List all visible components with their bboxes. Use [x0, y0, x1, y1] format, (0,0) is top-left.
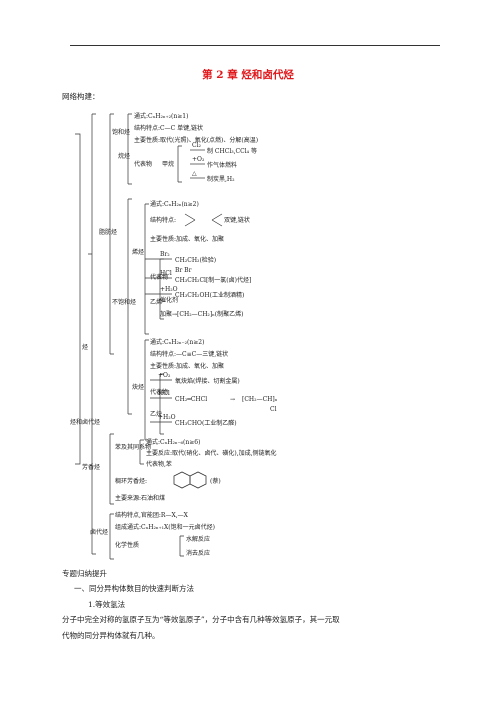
network-heading: 网络构建：	[62, 92, 100, 101]
alkyne-o2: +O₂	[158, 372, 171, 379]
paragraph-line-1: 分子中完全对称的氢原子互为“等效氢原子”，分子中含有几种等效氢原子，其一元取	[62, 615, 340, 624]
fused-aromatic-label: 稠环芳香烃:	[115, 477, 147, 485]
section-heading: 专题归纳提升	[62, 569, 107, 578]
alkane-o2: +O₂	[192, 156, 205, 163]
halide-reaction-2: 消去反应	[186, 549, 210, 557]
alkyne-product-2b: [CH₂—CH]ₙ	[242, 396, 278, 403]
aromatic-label: 芳香烃	[82, 463, 100, 471]
alkene-product-1: CH₂CH₂(检验)	[175, 256, 216, 264]
alkene-structure-b: 双键,链状	[224, 216, 250, 224]
alkyne-product-2: CH₂═CHCl	[175, 396, 207, 403]
alkyne-rep-label: 代表物	[150, 388, 168, 396]
alkyne-label: 炔烃	[132, 383, 144, 391]
alkyne-cl: Cl	[270, 406, 277, 413]
unsaturated-label: 不饱和烃	[112, 298, 136, 306]
ethylene-label: 乙烯	[150, 298, 162, 306]
alkyne-formula: 通式:CₙH₂ₙ₋₂(n≥2)	[150, 338, 204, 346]
method-heading: 1.等效氢法	[88, 600, 126, 609]
naphthalene-label: (萘)	[210, 477, 221, 485]
alkane-cl2: Cl₂	[192, 142, 202, 149]
alkene-product-2: CH₃CH₂Cl[制一氯(卤)代烃]	[175, 276, 251, 284]
alkene-catalyst: 催化剂	[160, 296, 178, 304]
halide-reaction-1: 水解反应	[186, 535, 210, 543]
methane-label: 甲烷	[162, 160, 174, 168]
alkene-formula: 通式:CₙH₂ₙ(n≥2)	[150, 200, 199, 208]
alkene-br2: Br₂	[160, 251, 170, 258]
alkyne-hcl: HCl	[158, 390, 170, 397]
subsection-heading: 一、同分异构体数目的快速判断方法	[74, 584, 194, 593]
alkyne-product-1: 氧炔焰(焊接、切割金属)	[175, 377, 240, 385]
alkane-product-1: 制 CHCl₃,CCl₄ 等	[207, 147, 257, 155]
alkyne-product-3: CH₃CHO(工业制乙醛)	[175, 419, 237, 427]
alkyne-arrow: →	[230, 396, 235, 403]
aromatic-formula: 通式:CₙH₂ₙ₋₆(n≥6)	[146, 438, 200, 446]
root-label: 烃和卤代烃	[70, 418, 100, 426]
alkene-rep-label: 代表物	[150, 273, 168, 281]
header-rule	[70, 45, 440, 46]
concept-map: 烃和卤代烃 烃 脂肪烃 饱和烃 不饱和烃 烷烃 烯烃 炔烃 芳香烃 卤代烃 通式…	[70, 112, 278, 560]
alkene-product-4: 加聚→[CH₂—CH₂]ₙ(制聚乙烯)	[160, 310, 243, 318]
alkane-structure: 结构特点:C—C 单键,链状	[134, 124, 203, 132]
alkane-formula: 通式:CₙH₂ₙ₊₂(n≥1)	[134, 112, 188, 120]
alkene-product-3: CH₃CH₂OH(工业制酒精)	[175, 291, 244, 299]
aromatic-reactions: 主要反应:取代(硝化、卤代、磺化),加成,侧链氧化	[146, 449, 277, 457]
alkane-rep-label: 代表物	[134, 160, 152, 168]
alkene-label: 烯烃	[132, 248, 144, 256]
alkane-label: 烷烃	[118, 152, 130, 160]
acetylene-label: 乙炔	[150, 410, 162, 418]
aliphatic-label: 脂肪烃	[99, 228, 117, 236]
saturated-label: 饱和烃	[112, 128, 130, 136]
alkene-br-sub: Br Br	[175, 267, 192, 274]
alkyne-h2o: +H₂O	[158, 414, 176, 421]
alkyne-structure: 结构特点:—C≡C—三键,链状	[150, 350, 228, 358]
paragraph-line-2: 代物的同分异构体就有几种。	[62, 631, 160, 640]
alkene-hcl: HCl	[160, 270, 172, 277]
aromatic-source: 主要来源:石油和煤	[115, 494, 165, 502]
chapter-title: 第 2 章 烃和卤代烃	[202, 69, 294, 81]
alkane-property: 主要性质:取代(光照)、氧化(点燃)、分解(高温)	[134, 136, 258, 144]
alkene-h2o: +H₂O	[160, 286, 178, 293]
alkyne-property: 主要性质:加成、氧化、加聚	[150, 362, 224, 370]
naphthalene-icon	[173, 471, 207, 489]
alkane-product-3: 制炭黑,H₂	[207, 175, 235, 183]
halide-structure: 结构特点,官能团:R—X,—X	[115, 511, 189, 519]
benzene-group-label: 苯及其同系物	[115, 443, 151, 451]
alkane-heat: △	[192, 170, 197, 177]
halide-label: 卤代烃	[90, 528, 108, 536]
aromatic-rep: 代表物,苯	[146, 460, 172, 468]
alkene-structure-a: 结构特点:	[150, 216, 176, 224]
halide-formula: 组成通式:CₙH₂ₙ₊₁X(饱和一元卤代烃)	[115, 523, 215, 531]
alkane-product-2: 作气体燃料	[207, 161, 237, 169]
alkene-property: 主要性质:加成、氧化、加聚	[150, 235, 224, 243]
hydrocarbon-label: 烃	[82, 343, 88, 351]
halide-chem-label: 化学性质	[115, 541, 139, 549]
